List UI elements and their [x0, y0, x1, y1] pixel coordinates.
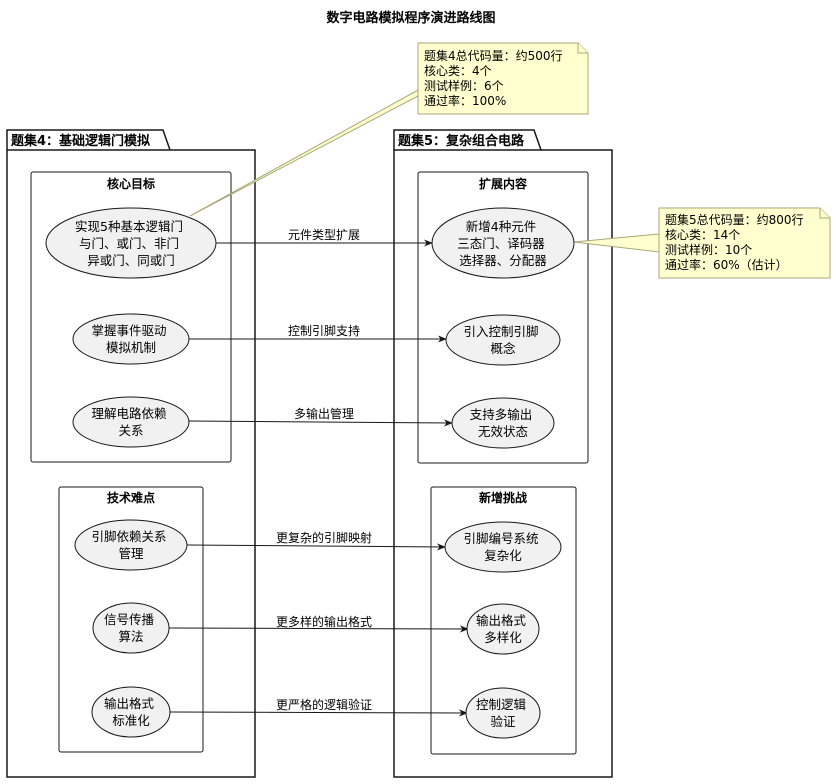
- node-line: 掌握事件驱动: [92, 323, 167, 338]
- svg-text:题集4总代码量：约500行 核心类：4个: 题集4总代码量：约500行 核心类：4个 测试样例：6个 通过率：100%: [424, 48, 566, 108]
- note-line: 题集5总代码量：约800行: [665, 212, 804, 227]
- node-pin-numbering: 引脚编号系统 复杂化: [444, 521, 562, 573]
- node-line: 算法: [118, 629, 143, 644]
- node-basic-gates: 实现5种基本逻辑门 与门、或门、非门 异或门、同或门: [45, 207, 217, 279]
- node-line: 验证: [490, 714, 516, 729]
- node-line: 多样化: [484, 630, 522, 645]
- note-set5-stats: 题集5总代码量：约800行 核心类：14个 测试样例：10个 通过率：60%（估…: [658, 207, 831, 279]
- edge-label: 控制引脚支持: [288, 323, 360, 338]
- node-line: 引脚编号系统: [464, 531, 539, 546]
- node-event-driven: 掌握事件驱动 模拟机制: [72, 313, 190, 365]
- node-line: 新增4种元件: [466, 219, 536, 234]
- edge-label: 元件类型扩展: [288, 228, 360, 242]
- node-line: 输出格式: [104, 696, 155, 711]
- node-pin-management: 引脚依赖关系 管理: [74, 519, 188, 571]
- node-line: 理解电路依赖: [92, 406, 168, 421]
- edge-label: 更严格的逻辑验证: [276, 697, 372, 712]
- package-set4: 题集4：基础逻辑门模拟: [6, 129, 256, 778]
- node-signal-propagation: 信号传播 算法: [92, 602, 170, 654]
- node-line: 复杂化: [484, 548, 522, 563]
- note-set4-stats: 题集4总代码量：约500行 核心类：4个 测试样例：6个 通过率：100%: [417, 42, 589, 115]
- group-new-challenges-title: 新增挑战: [479, 490, 527, 505]
- node-line: 实现5种基本逻辑门: [75, 219, 183, 234]
- edge-line: [188, 419, 453, 427]
- edges: 元件类型扩展 控制引脚支持 多输出管理 更复杂的引脚映射 更多样的输出格式 更严…: [167, 228, 469, 717]
- package-set4-title: 题集4：基础逻辑门模拟: [11, 133, 150, 149]
- node-line: 控制逻辑: [476, 697, 526, 712]
- node-dependency: 理解电路依赖 关系: [72, 396, 190, 448]
- svg-text:信号传播 算法: 信号传播 算法: [104, 612, 158, 644]
- svg-text:支持多输出 无效状态: 支持多输出 无效状态: [470, 407, 537, 439]
- svg-text:控制逻辑 验证: 控制逻辑 验证: [476, 697, 530, 729]
- node-line: 信号传播: [104, 612, 155, 627]
- node-multi-output: 支持多输出 无效状态: [451, 397, 555, 449]
- package-set5-title: 题集5：复杂组合电路: [398, 133, 525, 149]
- edge-label: 更多样的输出格式: [276, 614, 372, 629]
- node-line: 标准化: [112, 713, 150, 728]
- group-tech-difficulties-title: 技术难点: [107, 490, 155, 505]
- group-new-challenges: 新增挑战: [430, 486, 577, 755]
- node-line: 引脚依赖关系: [92, 529, 167, 544]
- edge-line: [167, 625, 469, 633]
- edge-line: [169, 709, 468, 717]
- edge-label: 更复杂的引脚映射: [276, 530, 372, 545]
- note-line: 题集4总代码量：约500行: [424, 48, 563, 63]
- note-line: 核心类：4个: [424, 64, 492, 78]
- node-output-standardization: 输出格式 标准化: [91, 686, 171, 738]
- node-line: 异或门、同或门: [87, 253, 175, 268]
- node-line: 支持多输出: [470, 407, 533, 422]
- node-line: 管理: [118, 546, 144, 561]
- node-new-components: 新增4种元件 三态门、译码器 选择器、分配器: [431, 207, 575, 279]
- group-core-goals-title: 核心目标: [107, 176, 155, 191]
- node-line: 关系: [118, 423, 143, 438]
- package-set5: 题集5：复杂组合电路: [393, 129, 613, 778]
- note-line: 测试样例：6个: [424, 78, 504, 93]
- svg-text:新增4种元件 三态门、译码器 选择器: 新增4种元件 三态门、译码器 选择器、分配器: [457, 219, 549, 268]
- group-extensions-title: 扩展内容: [479, 176, 527, 191]
- edge-label: 多输出管理: [294, 406, 354, 421]
- group-extensions: 扩展内容: [417, 171, 589, 464]
- diagram-title: 数字电路模拟程序演进路线图: [326, 10, 495, 26]
- edge-line: [186, 543, 446, 551]
- node-line: 模拟机制: [106, 340, 156, 355]
- svg-text:输出格式 多样化: 输出格式 多样化: [476, 613, 530, 645]
- note-line: 通过率：100%: [424, 93, 506, 108]
- node-output-variety: 输出格式 多样化: [466, 603, 540, 655]
- svg-text:实现5种基本逻辑门 与门、或门、非门: 实现5种基本逻辑门 与门、或门、非门 异或门、同或门: [75, 219, 187, 268]
- note-line: 核心类：14个: [665, 228, 740, 242]
- group-tech-difficulties: 技术难点: [58, 486, 204, 753]
- svg-text:引脚编号系统 复杂化: 引脚编号系统 复杂化: [464, 531, 543, 563]
- node-line: 输出格式: [476, 613, 527, 628]
- note-line: 通过率：60%（估计）: [665, 257, 788, 272]
- svg-text:题集5总代码量：约800行 核心类：14个: 题集5总代码量：约800行 核心类：14个 测试样例：10个 通过率：60%（估…: [665, 212, 807, 272]
- note-line: 测试样例：10个: [665, 242, 752, 257]
- node-line: 三态门、译码器: [457, 236, 545, 251]
- node-line: 无效状态: [478, 424, 528, 439]
- svg-text:掌握事件驱动 模拟机制: 掌握事件驱动 模拟机制: [92, 323, 171, 355]
- group-core-goals: 核心目标: [30, 171, 232, 463]
- node-line: 概念: [490, 341, 516, 356]
- node-control-pins: 引入控制引脚 概念: [445, 314, 561, 366]
- svg-text:引脚依赖关系 管理: 引脚依赖关系 管理: [92, 529, 171, 561]
- node-line: 与门、或门、非门: [79, 236, 179, 251]
- node-logic-verification: 控制逻辑 验证: [465, 687, 541, 739]
- svg-text:输出格式 标准化: 输出格式 标准化: [104, 696, 158, 728]
- node-line: 引入控制引脚: [464, 324, 539, 339]
- svg-text:引入控制引脚 概念: 引入控制引脚 概念: [464, 324, 543, 356]
- svg-text:理解电路依赖 关系: 理解电路依赖 关系: [92, 406, 171, 438]
- node-line: 选择器、分配器: [459, 253, 547, 268]
